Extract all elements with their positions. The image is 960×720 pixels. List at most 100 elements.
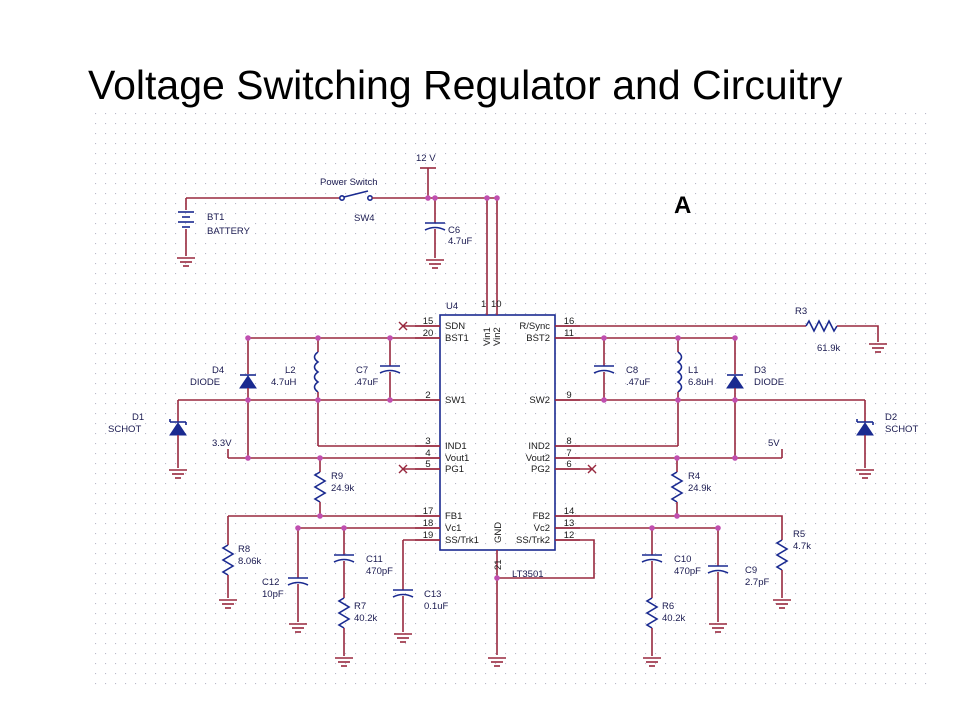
c7-value: .47uF <box>354 377 378 388</box>
junction-dot <box>675 335 681 341</box>
ic-pin-name: R/Sync <box>519 321 550 332</box>
junction-dot <box>245 455 251 461</box>
d3-ref: D3 <box>754 365 766 376</box>
r3-section: R3 61.9k <box>555 306 888 354</box>
ic-pin-number: 17 <box>423 506 434 517</box>
ic-pin-name: SS/Trk2 <box>516 535 550 546</box>
ic-pin-number: 6 <box>566 459 571 470</box>
c11-value: 470pF <box>366 566 393 577</box>
junction-dot <box>494 195 500 201</box>
r4-ref: R4 <box>688 471 700 482</box>
ic-pin-name: Vout1 <box>445 453 469 464</box>
c9-ref: C9 <box>745 565 757 576</box>
d2-ref: D2 <box>885 412 897 423</box>
d2-value: SCHOT <box>885 424 918 435</box>
junction-dot <box>432 195 438 201</box>
ic-pin-name: FB2 <box>533 511 550 522</box>
bt1-ref: BT1 <box>207 212 224 223</box>
r4-value: 24.9k <box>688 483 711 494</box>
ic-pin-number: 15 <box>423 316 434 327</box>
rail-12v: 12 V <box>416 153 436 164</box>
r8-value: 8.06k <box>238 556 261 567</box>
ic-pin-name: PG1 <box>445 464 464 475</box>
ic-pin-name: BST1 <box>445 333 469 344</box>
ic-pin-name: SW1 <box>445 395 466 406</box>
ic-top-pin-num-1: 1 <box>481 299 486 310</box>
junction-dot <box>732 397 738 403</box>
junction-dot <box>317 513 323 519</box>
junction-dot <box>317 455 323 461</box>
ic-bottom-pin-name: GND <box>493 522 504 543</box>
ic-pin-name: SW2 <box>529 395 550 406</box>
r6-ref: R6 <box>662 601 674 612</box>
ic-pin-number: 16 <box>564 316 575 327</box>
junction-dot <box>295 525 301 531</box>
c13-ref: C13 <box>424 589 441 600</box>
junction-dot <box>425 195 431 201</box>
junction-dot <box>649 525 655 531</box>
junction-dot <box>341 525 347 531</box>
marker-a: A <box>674 192 691 219</box>
junction-dot <box>601 397 607 403</box>
junction-dot <box>315 397 321 403</box>
junction-dot <box>674 455 680 461</box>
r7-ref: R7 <box>354 601 366 612</box>
c7-ref: C7 <box>356 365 368 376</box>
d4-value: DIODE <box>190 377 220 388</box>
c8-value: .47uF <box>626 377 650 388</box>
ic-pin-name: FB1 <box>445 511 462 522</box>
ic-pin-number: 8 <box>566 436 571 447</box>
switch-ref: SW4 <box>354 213 375 224</box>
ic-top-pin-name-vin1: Vin1 <box>482 327 493 346</box>
c9-value: 2.7pF <box>745 577 769 588</box>
d1-ref: D1 <box>132 412 144 423</box>
ic-pin-number: 18 <box>423 518 434 529</box>
left-output-section: 3.3V D4 DIODE L2 4.7uH C7 .47uF D1 <box>108 321 448 667</box>
ic-pin-name: IND2 <box>528 441 550 452</box>
junction-dot <box>245 397 251 403</box>
l2-ref: L2 <box>285 365 296 376</box>
c13-value: 0.1uF <box>424 601 448 612</box>
ic-pin-name: SDN <box>445 321 465 332</box>
c11-ref: C11 <box>366 554 383 565</box>
r3-value: 61.9k <box>817 343 840 354</box>
d1-value: SCHOT <box>108 424 141 435</box>
ic-top-pin-name-vin2: Vin2 <box>492 327 503 346</box>
ic-pin-number: 9 <box>566 390 571 401</box>
ic-pin-name: Vc2 <box>534 523 550 534</box>
junction-dot <box>494 575 500 581</box>
junction-dot <box>732 455 738 461</box>
c10-ref: C10 <box>674 554 691 565</box>
l2-value: 4.7uH <box>271 377 296 388</box>
r5-ref: R5 <box>793 529 805 540</box>
r7-value: 40.2k <box>354 613 377 624</box>
junction-dot <box>715 525 721 531</box>
ic-pin-name: Vout2 <box>526 453 550 464</box>
grid-background <box>95 113 930 685</box>
junction-dot <box>387 335 393 341</box>
bt1-value: BATTERY <box>207 226 251 237</box>
ic-ref: U4 <box>446 301 458 312</box>
junction-dot <box>315 335 321 341</box>
c10-value: 470pF <box>674 566 701 577</box>
junction-dots <box>245 195 738 581</box>
junction-dot <box>674 513 680 519</box>
ic-pin-name: IND1 <box>445 441 467 452</box>
junction-dot <box>484 195 490 201</box>
ic-pin-name: Vc1 <box>445 523 461 534</box>
c6-value: 4.7uF <box>448 236 472 247</box>
ic-pin-number: 12 <box>564 530 575 541</box>
junction-dot <box>601 335 607 341</box>
ic-top-pin-num-10: 10 <box>491 299 502 310</box>
ic-pin-number: 7 <box>566 448 571 459</box>
ic-part: LT3501 <box>512 569 544 580</box>
ic-pin-number: 19 <box>423 530 434 541</box>
c6-ref: C6 <box>448 225 460 236</box>
ic-pin-name: SS/Trk1 <box>445 535 479 546</box>
junction-dot <box>675 397 681 403</box>
ic-pin-number: 13 <box>564 518 575 529</box>
r8-ref: R8 <box>238 544 250 555</box>
r9-ref: R9 <box>331 471 343 482</box>
